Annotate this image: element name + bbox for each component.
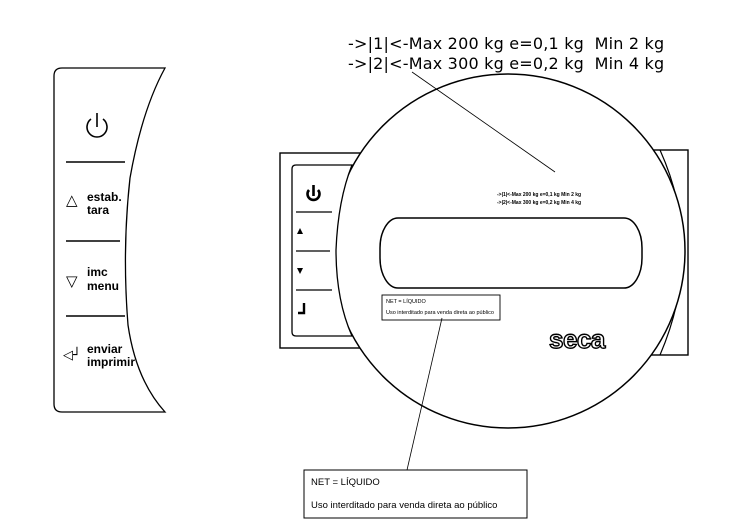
device-enter-icon[interactable] <box>298 303 306 315</box>
up-arrow-icon[interactable]: △ <box>66 191 78 209</box>
device-down-icon[interactable] <box>297 268 303 274</box>
device-notice-label <box>381 294 501 321</box>
brand-logo: seca <box>548 323 606 354</box>
callout-text: Uso interditado para venda direta ao púb… <box>311 500 498 511</box>
display-window <box>379 217 643 289</box>
bmi-label-line2: menu <box>87 279 120 293</box>
notice-callout-box <box>303 469 528 519</box>
tare-label-line2: tara <box>87 203 110 217</box>
device-up-icon[interactable] <box>297 228 303 234</box>
send-label-line1: enviar <box>87 342 123 356</box>
bmi-label-line1: imc <box>87 265 108 279</box>
device-notice-text: Uso interditado para venda direta ao púb… <box>386 310 494 316</box>
notice-leader-line <box>406 317 443 471</box>
power-icon[interactable] <box>86 113 108 138</box>
device-notice-title: NET = LÍQUIDO <box>386 299 426 305</box>
control-panel-outline <box>53 67 167 413</box>
callout-title: NET = LÍQUIDO <box>311 477 380 488</box>
spec-leader-line <box>411 71 556 173</box>
spec-line-1: ->|1|<-Max 200 kg e=0,1 kg Min 2 kg <box>348 34 665 53</box>
send-label-line2: imprimir <box>87 355 136 369</box>
device-power-icon[interactable] <box>306 185 321 202</box>
spec-line-2: ->|2|<-Max 300 kg e=0,2 kg Min 4 kg <box>348 54 665 73</box>
down-arrow-icon[interactable]: ▽ <box>66 272 78 290</box>
tare-label-line1: estab. <box>87 190 122 204</box>
enter-icon[interactable]: ◁┘ <box>63 348 81 363</box>
device-spec-line-1: ->|1|<-Max 200 kg e=0,1 kg Min 2 kg <box>497 192 582 198</box>
device-spec-line-2: ->|2|<-Max 300 kg e=0,2 kg Min 4 kg <box>497 200 582 206</box>
